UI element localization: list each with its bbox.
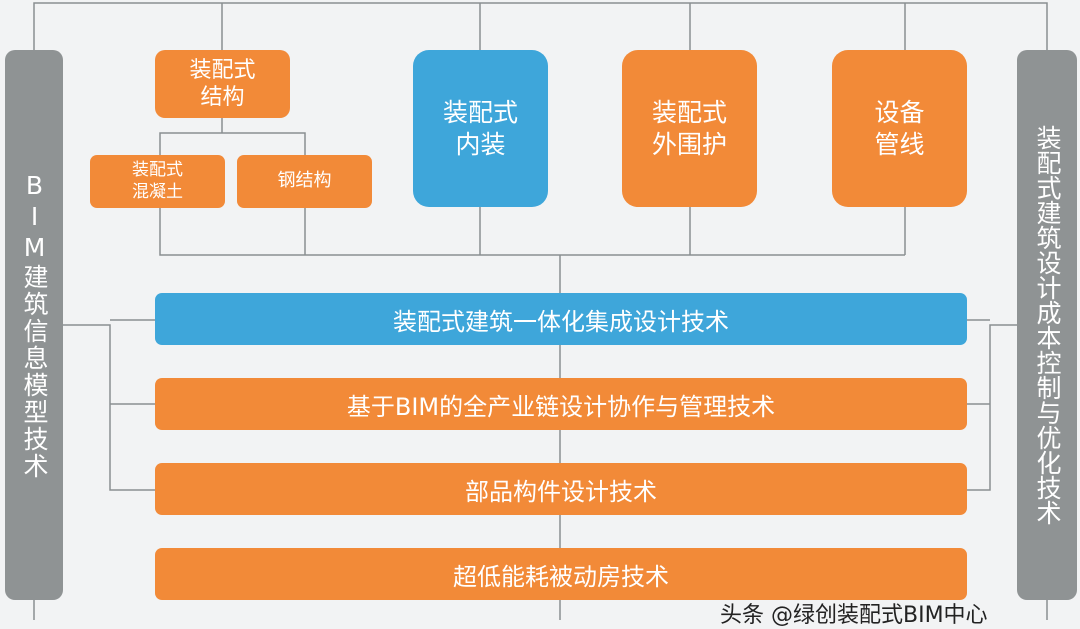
cost-control-bar: 装配式建筑设计成本控制与优化技术	[1017, 50, 1077, 600]
interior-box: 装配式 内装	[413, 50, 548, 207]
equipment-box: 设备 管线	[832, 50, 967, 207]
bim-technology-bar: BIM建筑信息模型技术	[5, 50, 63, 600]
structure-box: 装配式 结构	[155, 50, 290, 118]
integrated-design-bar: 装配式建筑一体化集成设计技术	[155, 293, 967, 345]
cost-control-label: 装配式建筑设计成本控制与优化技术	[1033, 125, 1062, 525]
bim-collaboration-bar: 基于BIM的全产业链设计协作与管理技术	[155, 378, 967, 430]
concrete-box: 装配式 混凝土	[90, 155, 225, 208]
steel-box: 钢结构	[237, 155, 372, 208]
component-design-bar: 部品构件设计技术	[155, 463, 967, 515]
bim-technology-label: BIM建筑信息模型技术	[20, 170, 49, 480]
passive-house-bar: 超低能耗被动房技术	[155, 548, 967, 600]
watermark: 头条 @绿创装配式BIM中心	[720, 603, 988, 628]
envelope-box: 装配式 外围护	[622, 50, 757, 207]
